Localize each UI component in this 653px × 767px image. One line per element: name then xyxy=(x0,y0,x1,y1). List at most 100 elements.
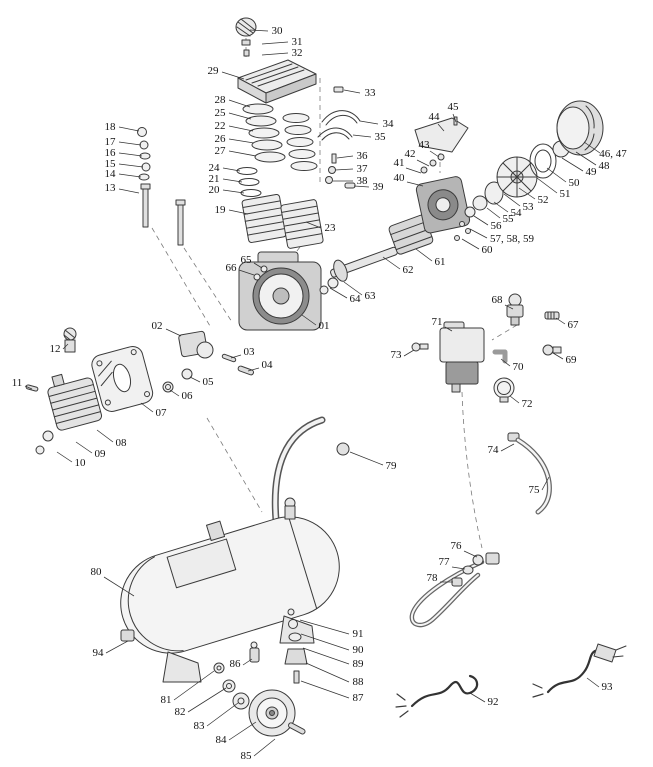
leader-line-63 xyxy=(343,281,363,296)
leader-line-84 xyxy=(228,721,257,741)
leader-line-15 xyxy=(118,163,144,168)
leader-line-57-58-59 xyxy=(469,228,488,239)
leader-line-77 xyxy=(451,566,466,570)
part-label-89: 89 xyxy=(353,658,365,670)
leader-line-55 xyxy=(486,207,501,219)
part-label-70: 70 xyxy=(513,361,525,373)
leader-line-14 xyxy=(118,173,142,178)
piston-rings xyxy=(236,167,262,197)
leader-line-05 xyxy=(189,376,201,383)
part-label-92: 92 xyxy=(488,696,499,708)
leader-line-65 xyxy=(253,262,263,269)
drain-valve xyxy=(249,641,260,663)
leader-line-81 xyxy=(173,670,215,701)
part-label-64: 64 xyxy=(350,293,362,305)
leader-line-88 xyxy=(305,662,350,683)
part-label-02: 02 xyxy=(152,320,163,332)
leader-line-94 xyxy=(105,640,129,654)
part-label-01: 01 xyxy=(319,320,330,332)
washer-09 xyxy=(42,430,54,442)
tank xyxy=(120,516,340,654)
leader-line-72 xyxy=(509,395,520,404)
part-label-51: 51 xyxy=(560,188,571,200)
leader-line-09 xyxy=(75,441,93,454)
leader-line-43 xyxy=(429,150,440,158)
part-label-14: 14 xyxy=(105,168,117,180)
part-label-36: 36 xyxy=(357,150,369,162)
fitting-73 xyxy=(411,342,429,352)
part-label-15: 15 xyxy=(105,158,117,170)
left-hardware-column xyxy=(137,127,186,246)
leader-line-92 xyxy=(469,692,486,703)
part-label-62: 62 xyxy=(403,264,414,276)
leader-line-82 xyxy=(187,687,227,713)
part-label-49: 49 xyxy=(586,166,598,178)
parts-artwork xyxy=(25,17,627,737)
leader-line-16 xyxy=(118,152,143,157)
part-label-84: 84 xyxy=(216,734,228,746)
part-label-74: 74 xyxy=(488,444,500,456)
part-label-46-47: 46, 47 xyxy=(599,148,627,160)
part-label-34: 34 xyxy=(383,118,395,130)
part-label-39: 39 xyxy=(373,181,385,193)
leader-line-07 xyxy=(140,402,154,413)
part-label-90: 90 xyxy=(353,644,365,656)
cylinder-body-2 xyxy=(280,199,324,249)
part-label-17: 17 xyxy=(105,136,117,148)
construction-lines xyxy=(151,38,518,549)
part-label-79: 79 xyxy=(386,460,398,472)
part-label-09: 09 xyxy=(95,448,107,460)
part-label-94: 94 xyxy=(93,647,105,659)
leader-line-17 xyxy=(118,141,142,146)
part-label-53: 53 xyxy=(523,201,535,213)
part-label-44: 44 xyxy=(429,111,441,123)
leader-line-33 xyxy=(343,89,361,94)
leader-line-93 xyxy=(586,677,600,688)
part-label-04: 04 xyxy=(262,359,274,371)
part-label-76: 76 xyxy=(451,540,463,552)
leader-line-04 xyxy=(247,367,260,372)
intake-silencer xyxy=(63,327,77,353)
part-label-42: 42 xyxy=(405,148,416,160)
crankshaft xyxy=(319,246,398,295)
leader-line-64 xyxy=(329,287,348,299)
leader-line-06 xyxy=(169,389,180,397)
leader-line-86 xyxy=(242,658,253,666)
leader-line-25 xyxy=(228,112,252,120)
part-label-67: 67 xyxy=(568,319,580,331)
leader-line-91 xyxy=(299,619,350,635)
leader-line-12 xyxy=(62,343,69,350)
exhaust-tube xyxy=(409,552,500,628)
leader-line-66 xyxy=(238,269,255,276)
screw-11 xyxy=(25,384,39,392)
leader-line-01 xyxy=(301,314,317,326)
pressure-switch xyxy=(439,321,485,393)
leader-line-48 xyxy=(575,151,597,166)
part-label-30: 30 xyxy=(272,25,284,37)
leader-line-03 xyxy=(230,354,242,359)
part-label-88: 88 xyxy=(353,676,365,688)
part-label-06: 06 xyxy=(182,390,194,402)
handle xyxy=(271,416,350,524)
leader-line-24 xyxy=(222,167,241,172)
power-plug-cord xyxy=(532,643,627,698)
axle-bolt xyxy=(288,722,306,735)
leader-line-83 xyxy=(206,702,239,727)
part-label-66: 66 xyxy=(226,262,238,274)
leader-line-36 xyxy=(336,155,354,159)
valve-plate-stack xyxy=(242,103,286,163)
part-label-29: 29 xyxy=(208,65,220,77)
leader-line-32 xyxy=(261,52,289,56)
leader-line-60 xyxy=(461,238,480,250)
elbow-fitting-70 xyxy=(492,349,508,364)
leader-line-34 xyxy=(359,120,379,125)
part-label-91: 91 xyxy=(353,628,364,640)
leader-line-39 xyxy=(353,185,370,188)
leader-line-53 xyxy=(503,193,521,207)
leader-line-27 xyxy=(228,150,257,157)
leader-line-10 xyxy=(56,451,73,463)
leader-line-74 xyxy=(500,443,515,452)
wheel-hardware xyxy=(213,662,250,710)
part-label-25: 25 xyxy=(215,107,227,119)
